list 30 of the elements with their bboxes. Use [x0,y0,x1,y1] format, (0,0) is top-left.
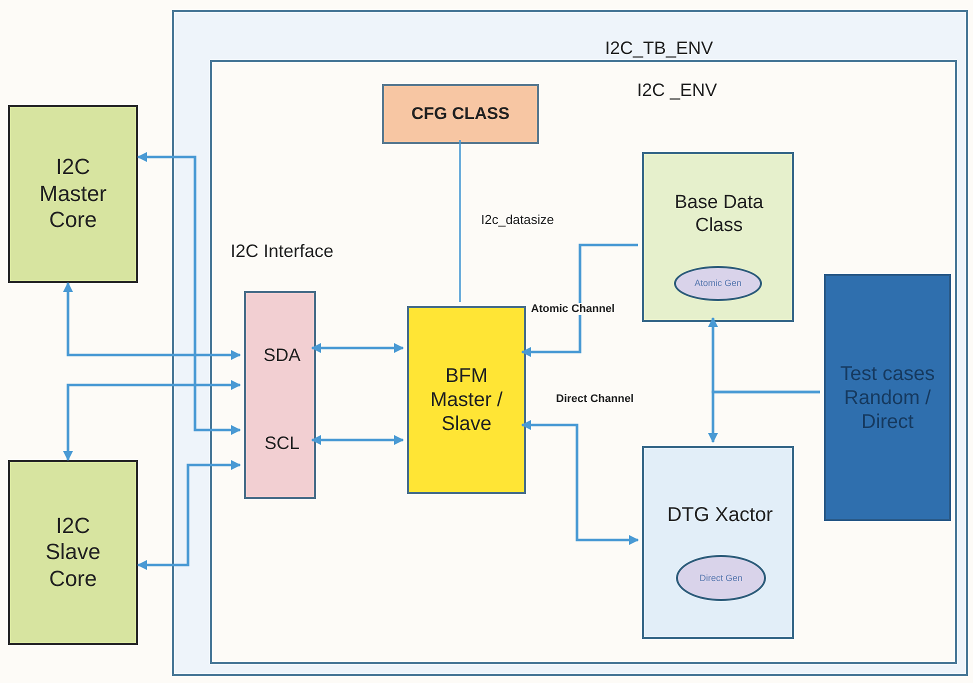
process-box [642,446,794,639]
process-box [382,84,539,144]
process-box [824,274,951,521]
connector-arrow [63,380,241,461]
block-label: Test cases Random / Direct [839,362,936,434]
block-label: I2C Master Core [38,154,108,234]
block-heading: I2C Interface [229,241,335,263]
block-label: I2C _ENV [636,80,718,102]
process-box [642,152,794,322]
connector-arrow [311,435,404,445]
connector-arrow [63,282,241,360]
connector-arrow [521,244,638,357]
connector-arrow [137,460,241,570]
process-box [407,306,526,494]
block-label: Direct Gen [698,572,744,584]
block-label: I2C_TB_ENV [604,38,714,60]
block-label: I2C Slave Core [44,512,102,592]
process-box [8,460,138,645]
connector-arrow [708,390,820,443]
block-label: SDA [262,345,302,367]
block-label: Base Data Class [674,192,764,238]
connector-arrow [311,343,404,353]
block-label: DTG Xactor [666,503,774,527]
block-label: SCL [263,433,300,455]
connector-arrow [521,420,639,545]
connector-arrow [137,152,241,435]
block-label: BFM Master / Slave [429,364,504,436]
block-label: CFG CLASS [410,104,511,124]
block-label: Atomic Gen [693,278,743,289]
process-box [8,105,138,283]
